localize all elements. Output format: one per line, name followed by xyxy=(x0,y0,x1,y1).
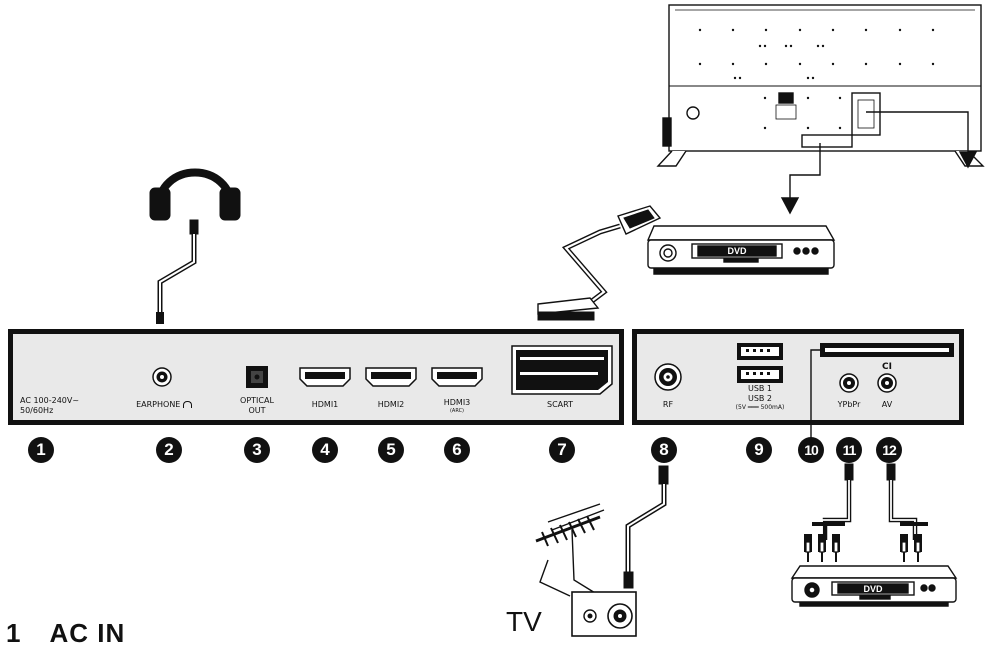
ac-in-label: AC 100-240V~50/60Hz xyxy=(20,396,80,415)
scart-label: SCART xyxy=(547,400,573,409)
marker-1: 1 xyxy=(28,437,54,463)
marker-6: 6 xyxy=(444,437,470,463)
marker-7: 7 xyxy=(549,437,575,463)
dvd-top-label: DVD xyxy=(727,246,747,256)
component-av-cables xyxy=(804,463,928,562)
marker-3: 3 xyxy=(244,437,270,463)
dvd-player-top: DVD xyxy=(646,225,836,275)
heading-number: 1 xyxy=(6,618,22,648)
tv-back-illustration xyxy=(656,4,985,167)
ci-label: CI xyxy=(882,362,892,372)
heading-text: AC IN xyxy=(49,618,126,648)
headphone-icon xyxy=(182,401,192,408)
scart-cable xyxy=(537,205,662,321)
usb-label: USB 1 USB 2 (5V ═══ 500mA) xyxy=(735,384,785,411)
marker-9: 9 xyxy=(746,437,772,463)
hdmi3-label: HDMI3 (ARC) xyxy=(443,398,471,414)
tv-wall-socket-label: TV xyxy=(506,606,542,637)
dvd-bottom-label: DVD xyxy=(863,584,883,594)
marker-11: 11 xyxy=(836,437,862,463)
av-label: AV xyxy=(881,400,893,409)
rf-label: RF xyxy=(662,400,674,409)
hdmi2-label: HDMI2 xyxy=(377,400,405,409)
dvd-player-bottom: DVD xyxy=(790,565,958,607)
right-port-panel xyxy=(632,329,964,425)
marker-4: 4 xyxy=(312,437,338,463)
marker-10: 10 xyxy=(798,437,824,463)
marker-5: 5 xyxy=(378,437,404,463)
left-port-panel xyxy=(8,329,624,425)
ci-leader-line xyxy=(810,349,825,438)
antenna-rf-cable xyxy=(535,465,669,637)
headphones-illustration xyxy=(149,168,241,324)
section-heading: 1 AC IN xyxy=(6,618,125,649)
hdmi1-label: HDMI1 xyxy=(311,400,339,409)
marker-2: 2 xyxy=(156,437,182,463)
ypbpr-label: YPbPr xyxy=(837,400,861,409)
connection-arrows xyxy=(780,111,978,215)
marker-12: 12 xyxy=(876,437,902,463)
marker-8: 8 xyxy=(651,437,677,463)
earphone-label: EARPHONE xyxy=(128,400,200,410)
